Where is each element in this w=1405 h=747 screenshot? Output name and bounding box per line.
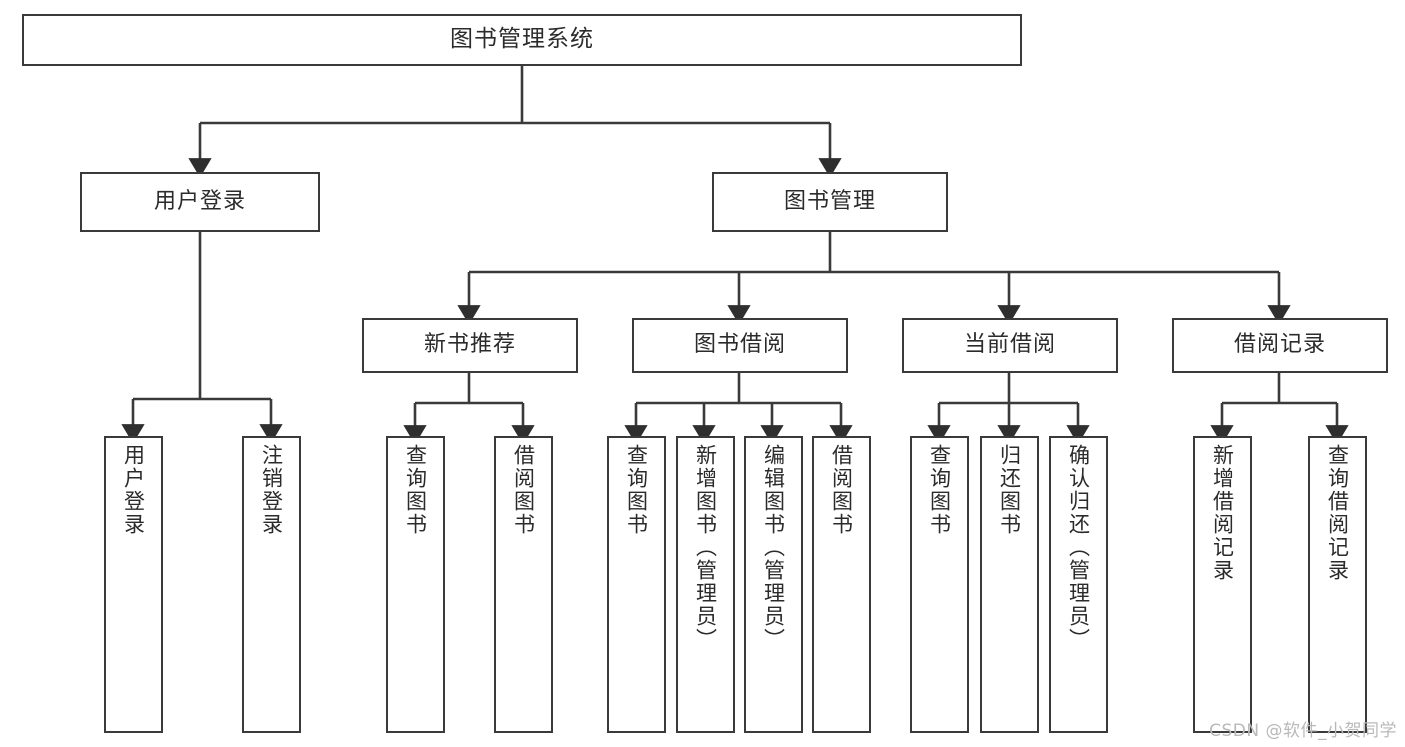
leaf-book-borrow-query[interactable]: 查询图书 xyxy=(607,436,666,733)
node-label: 借阅记录 xyxy=(1233,332,1326,358)
node-label: 借阅图书 xyxy=(511,444,536,536)
leaf-current-borrow-return[interactable]: 归还图书 xyxy=(980,436,1039,733)
node-new-book-recommend[interactable]: 新书推荐 xyxy=(362,318,578,373)
leaf-new-book-query[interactable]: 查询图书 xyxy=(386,436,445,733)
node-book-management[interactable]: 图书管理 xyxy=(712,172,948,232)
node-root-system[interactable]: 图书管理系统 xyxy=(22,14,1022,66)
node-label: 图书管理 xyxy=(783,188,876,214)
node-label: 查询图书 xyxy=(403,444,428,536)
node-label: 确认归还（管理员） xyxy=(1066,444,1091,651)
leaf-current-borrow-confirm-return[interactable]: 确认归还（管理员） xyxy=(1049,436,1108,733)
node-label: 新书推荐 xyxy=(423,332,516,358)
leaf-user-login-logout[interactable]: 注销登录 xyxy=(242,436,301,733)
node-label: 查询图书 xyxy=(624,444,649,536)
leaf-book-borrow-borrow[interactable]: 借阅图书 xyxy=(812,436,871,733)
node-label: 查询图书 xyxy=(927,444,952,536)
node-user-login[interactable]: 用户登录 xyxy=(80,172,320,232)
node-book-borrow[interactable]: 图书借阅 xyxy=(632,318,848,373)
node-label: 当前借阅 xyxy=(963,332,1056,358)
leaf-new-book-borrow[interactable]: 借阅图书 xyxy=(494,436,553,733)
node-borrow-record[interactable]: 借阅记录 xyxy=(1172,318,1388,373)
leaf-book-borrow-add[interactable]: 新增图书（管理员） xyxy=(676,436,735,733)
node-label: 归还图书 xyxy=(997,444,1022,536)
leaf-book-borrow-edit[interactable]: 编辑图书（管理员） xyxy=(744,436,803,733)
leaf-current-borrow-query[interactable]: 查询图书 xyxy=(910,436,969,733)
node-label: 图书借阅 xyxy=(693,332,786,358)
node-label: 新增借阅记录 xyxy=(1210,444,1235,582)
node-label: 用户登录 xyxy=(153,188,246,214)
leaf-borrow-record-add[interactable]: 新增借阅记录 xyxy=(1193,436,1252,733)
node-label: 用户登录 xyxy=(121,444,146,536)
leaf-user-login-login[interactable]: 用户登录 xyxy=(104,436,163,733)
node-label: 借阅图书 xyxy=(829,444,854,536)
node-label: 新增图书（管理员） xyxy=(693,444,718,651)
leaf-borrow-record-query[interactable]: 查询借阅记录 xyxy=(1308,436,1367,733)
node-label: 图书管理系统 xyxy=(450,26,594,53)
node-label: 查询借阅记录 xyxy=(1325,444,1350,582)
node-label: 注销登录 xyxy=(259,444,284,536)
node-label: 编辑图书（管理员） xyxy=(761,444,786,651)
node-current-borrow[interactable]: 当前借阅 xyxy=(902,318,1118,373)
